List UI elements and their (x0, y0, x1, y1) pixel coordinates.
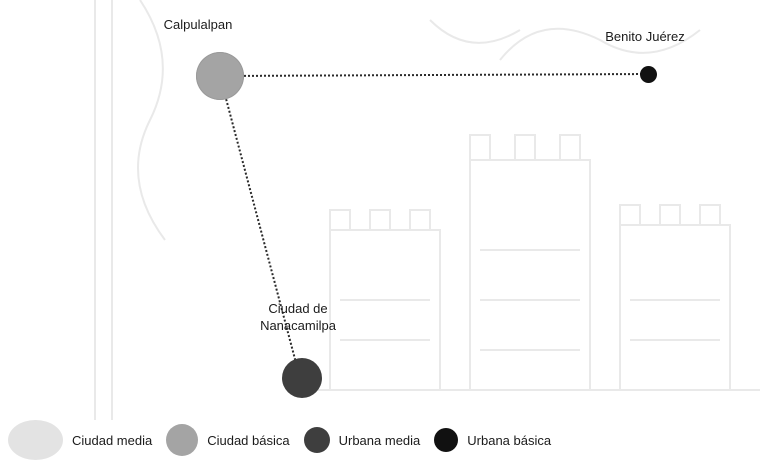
legend-swatch-ciudad-media-icon (8, 420, 63, 460)
node-label-nanacamilpa-line1: Ciudad de (268, 301, 328, 316)
legend-item-urbana-basica: Urbana básica (434, 428, 551, 452)
edge-calpulalpan-benito (219, 73, 649, 77)
legend-swatch-ciudad-basica-icon (166, 424, 199, 456)
edge-calpulalpan-nanacamilpa (219, 75, 301, 379)
node-benito-juarez[interactable] (640, 66, 657, 83)
legend-item-urbana-media: Urbana media (303, 427, 421, 453)
legend-item-ciudad-basica: Ciudad básica (166, 424, 290, 456)
node-label-calpulalpan: Calpulalpan (163, 17, 233, 32)
node-label-nanacamilpa-line2: Nanacamilpa (260, 318, 336, 333)
legend-label: Urbana básica (467, 432, 552, 448)
node-nanacamilpa[interactable] (282, 358, 322, 398)
node-label-benito-juarez: Benito Juérez (605, 29, 685, 44)
legend-swatch-urbana-media-icon (303, 427, 330, 453)
legend-label: Ciudad básica (207, 432, 290, 448)
legend-swatch-urbana-basica-icon (434, 428, 459, 452)
legend-label: Ciudad media (72, 432, 153, 448)
legend-label: Urbana media (338, 432, 421, 448)
node-calpulalpan[interactable] (196, 52, 244, 100)
legend-item-ciudad-media: Ciudad media (8, 420, 152, 460)
legend: Ciudad media Ciudad básica Urbana media … (8, 420, 783, 460)
